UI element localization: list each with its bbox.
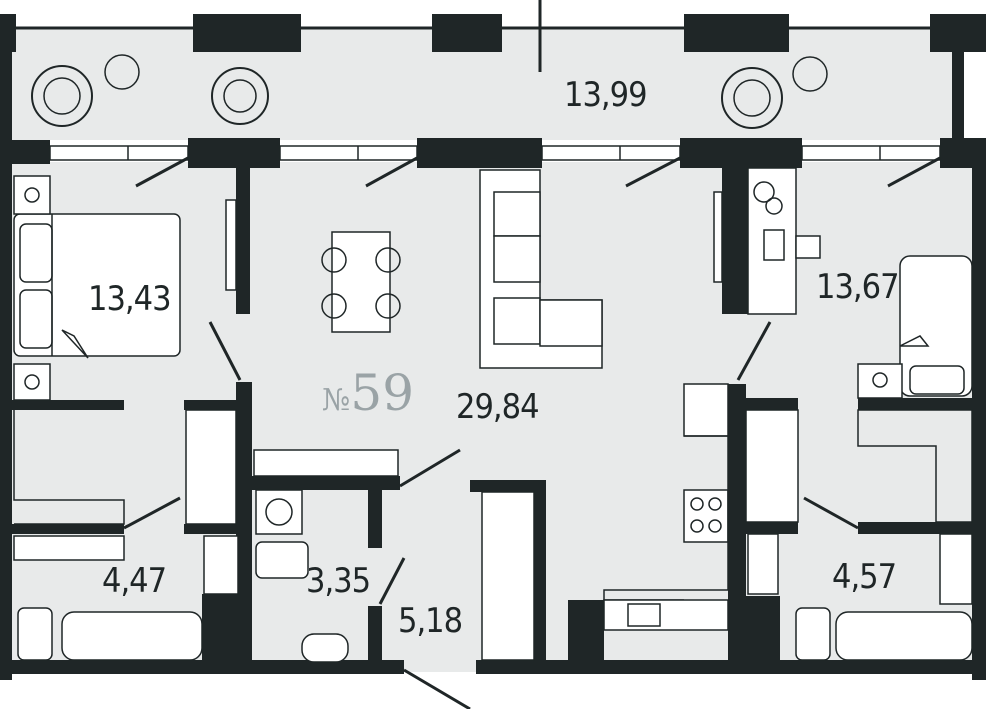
- wall-partition: [12, 524, 124, 534]
- sink-icon: [627, 603, 661, 627]
- wall-partition: [236, 382, 252, 594]
- wall-partition: [368, 606, 382, 666]
- armchair-icon: [31, 65, 93, 127]
- wall-partition: [368, 476, 382, 548]
- wardrobe-icon: [745, 409, 799, 523]
- armchair-icon: [721, 67, 783, 129]
- bathtub-icon: [61, 611, 203, 661]
- nightstand-icon: [857, 363, 903, 399]
- area-label-bedroom-right: 13,67: [816, 267, 899, 307]
- wall-bottom: [0, 660, 404, 674]
- washbasin-icon: [939, 533, 973, 605]
- windows: [49, 145, 941, 161]
- room-area-labels: 13,99 13,43 29,84 13,67 4,47 3,35 5,18 4…: [88, 75, 900, 641]
- area-label-bathroom-left: 4,47: [102, 561, 166, 601]
- kitchen-counter: [603, 599, 729, 631]
- apartment-number: №59: [322, 364, 414, 422]
- wall-partition: [534, 480, 546, 660]
- area-label-wc: 3,35: [306, 561, 370, 601]
- chair-icon: [795, 235, 821, 259]
- wardrobe-panel: [225, 199, 237, 291]
- lamp-icon: [24, 187, 40, 203]
- wall-facade: [680, 138, 802, 168]
- lamp-icon: [24, 374, 40, 390]
- side-table-icon: [792, 56, 828, 92]
- bed-icon: [899, 255, 973, 397]
- lamp-icon: [872, 372, 888, 388]
- wall-partition: [858, 522, 972, 534]
- shelf-icon: [253, 449, 399, 477]
- wall-balcony-left: [0, 52, 12, 140]
- area-label-living-kitchen: 29,84: [456, 387, 539, 427]
- nightstand-icon: [13, 175, 51, 215]
- area-label-hall: 5,18: [398, 601, 462, 641]
- wall-partition: [722, 168, 748, 314]
- closet-outline: [857, 409, 973, 523]
- wardrobe-icon: [185, 409, 237, 525]
- area-label-bedroom-left: 13,43: [88, 279, 171, 319]
- wall-partition: [12, 400, 124, 410]
- wall-column: [193, 14, 301, 52]
- wardrobe-icon: [481, 491, 535, 661]
- wall-column: [930, 14, 986, 52]
- side-table-icon: [104, 54, 140, 90]
- bed-icon: [13, 213, 181, 359]
- toilet-icon: [17, 607, 53, 661]
- wall-partition: [470, 480, 546, 492]
- hanger-rail: [13, 535, 125, 561]
- wall-facade: [188, 138, 280, 168]
- nightstand-icon: [13, 363, 51, 401]
- washing-machine-icon: [255, 489, 303, 535]
- wall-partition: [568, 600, 604, 664]
- stove-icon: [683, 489, 729, 543]
- armchair-icon: [211, 67, 269, 125]
- lamp-icon: [753, 181, 775, 203]
- wardrobe-panel: [713, 191, 723, 283]
- wall-outer-left: [0, 140, 12, 680]
- bathtub-icon: [835, 611, 973, 661]
- wall-column: [0, 14, 16, 52]
- wall-partition: [746, 398, 798, 410]
- shelf-icon: [747, 533, 779, 595]
- wall-partition: [184, 400, 236, 410]
- doors: [123, 156, 941, 709]
- furniture: [13, 54, 973, 663]
- dining-table-icon: [321, 231, 401, 333]
- monitor-icon: [763, 229, 785, 261]
- wall-facade: [417, 138, 542, 168]
- sofa-icon: [479, 169, 603, 369]
- wall-column: [684, 14, 789, 52]
- walls: [0, 14, 986, 680]
- area-label-balcony: 13,99: [564, 75, 647, 115]
- wall-partition: [202, 594, 252, 664]
- area-label-bathroom-right: 4,57: [832, 557, 896, 597]
- toilet-icon: [255, 541, 309, 579]
- closet-outline: [13, 410, 125, 525]
- wall-balcony-right: [952, 52, 964, 140]
- wall-partition: [746, 596, 780, 666]
- wall-partition: [728, 384, 746, 674]
- wall-partition: [746, 522, 798, 534]
- wall-partition: [858, 398, 972, 410]
- wall-partition: [250, 476, 400, 490]
- toilet-icon: [795, 607, 831, 661]
- wall-column: [432, 14, 502, 52]
- wall-outer-right: [972, 140, 986, 680]
- wall-partition: [236, 168, 250, 314]
- washbasin-icon: [301, 633, 349, 663]
- wall-partition: [184, 524, 238, 534]
- fridge-icon: [683, 383, 729, 437]
- washbasin-icon: [203, 535, 239, 595]
